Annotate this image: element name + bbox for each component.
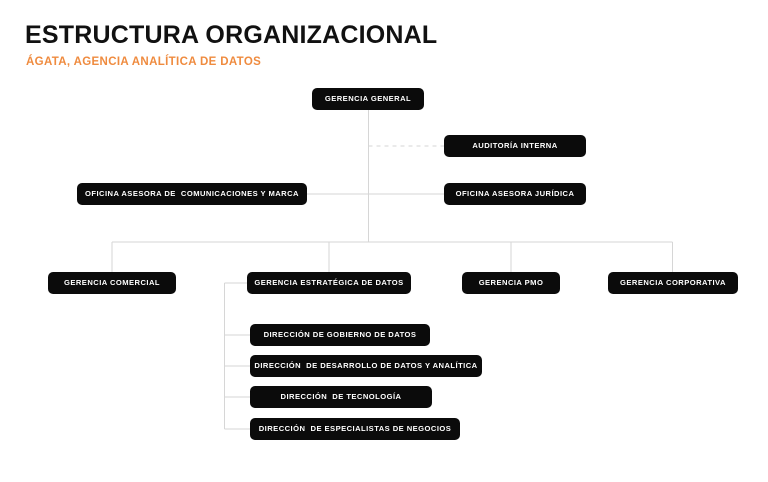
page-title: ESTRUCTURA ORGANIZACIONAL <box>25 21 438 49</box>
chart-header: ESTRUCTURA ORGANIZACIONAL ÁGATA, AGENCIA… <box>25 21 725 68</box>
node-label: DIRECCIÓN DE DESARROLLO DE DATOS Y ANALÍ… <box>254 361 478 371</box>
node-label: GERENCIA ESTRATÉGICA DE DATOS <box>254 278 404 288</box>
node-auditoria-interna[interactable]: AUDITORÍA INTERNA <box>444 135 586 157</box>
node-oficina-asesora-juridica[interactable]: OFICINA ASESORA JURÍDICA <box>444 183 586 205</box>
node-gerencia-estrategica-de-datos[interactable]: GERENCIA ESTRATÉGICA DE DATOS <box>247 272 411 294</box>
node-direccion-de-especialistas-de-negocios[interactable]: DIRECCIÓN DE ESPECIALISTAS DE NEGOCIOS <box>250 418 460 440</box>
node-label: DIRECCIÓN DE ESPECIALISTAS DE NEGOCIOS <box>258 424 452 434</box>
node-label: GERENCIA CORPORATIVA <box>620 278 726 288</box>
node-direccion-de-tecnologia[interactable]: DIRECCIÓN DE TECNOLOGÍA <box>250 386 432 408</box>
node-gerencia-corporativa[interactable]: GERENCIA CORPORATIVA <box>608 272 738 294</box>
node-gerencia-comercial[interactable]: GERENCIA COMERCIAL <box>48 272 176 294</box>
node-gerencia-pmo[interactable]: GERENCIA PMO <box>462 272 560 294</box>
node-label: DIRECCIÓN DE TECNOLOGÍA <box>280 392 402 402</box>
node-oficina-asesora-comunicaciones-y-marca[interactable]: OFICINA ASESORA DE COMUNICACIONES Y MARC… <box>77 183 307 205</box>
node-label: GERENCIA GENERAL <box>324 94 412 104</box>
node-label: GERENCIA PMO <box>478 278 544 288</box>
node-gerencia-general[interactable]: GERENCIA GENERAL <box>312 88 424 110</box>
node-label: GERENCIA COMERCIAL <box>64 278 160 288</box>
node-label: OFICINA ASESORA JURÍDICA <box>455 189 575 199</box>
node-label: OFICINA ASESORA DE COMUNICACIONES Y MARC… <box>85 189 299 199</box>
node-label: AUDITORÍA INTERNA <box>472 141 558 151</box>
node-direccion-de-desarrollo-de-datos-y-analitica[interactable]: DIRECCIÓN DE DESARROLLO DE DATOS Y ANALÍ… <box>250 355 482 377</box>
node-label: DIRECCIÓN DE GOBIERNO DE DATOS <box>263 330 417 340</box>
page-subtitle: ÁGATA, AGENCIA ANALÍTICA DE DATOS <box>26 55 262 68</box>
node-direccion-de-gobierno-de-datos[interactable]: DIRECCIÓN DE GOBIERNO DE DATOS <box>250 324 430 346</box>
